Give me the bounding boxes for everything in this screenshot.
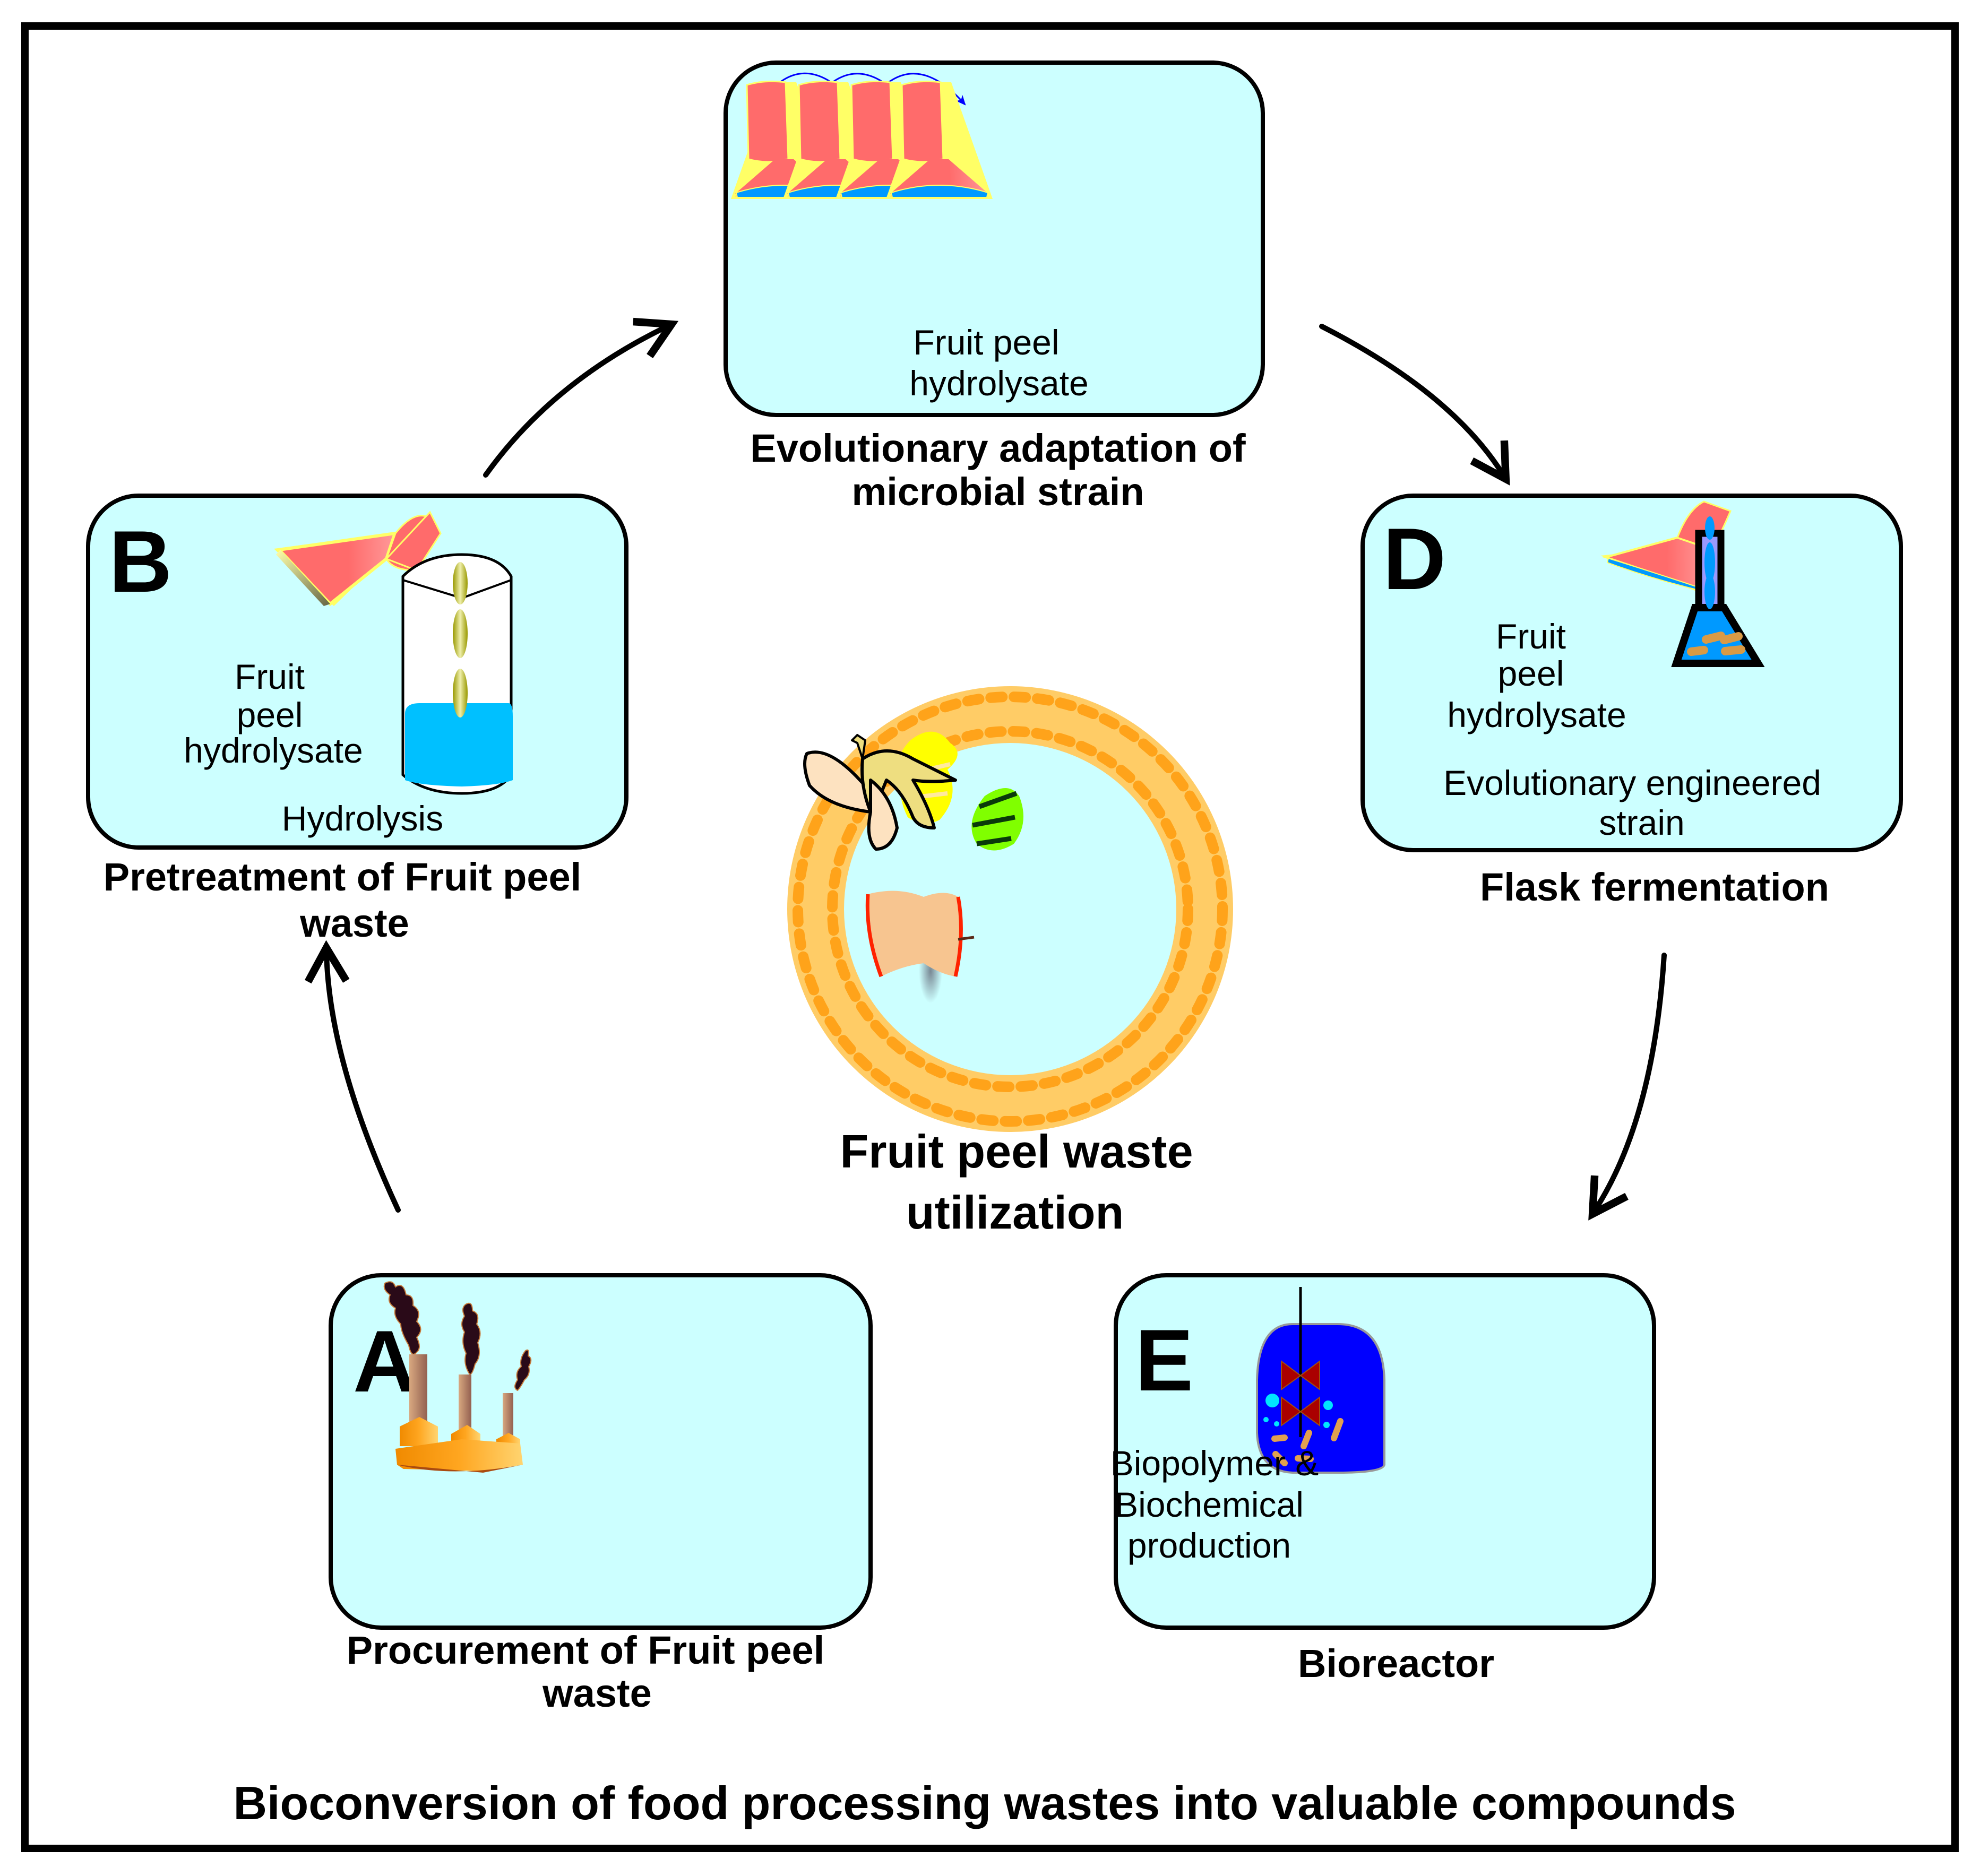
step-c-caption-line1: Evolutionary adaptation of [750, 426, 1246, 470]
step-d-letter: D [1383, 510, 1446, 608]
arrow-c-to-d [1319, 324, 1510, 486]
step-d-box [1360, 494, 1903, 852]
bubble-icon [1263, 1394, 1333, 1428]
step-b-letter: B [109, 513, 172, 610]
center-title-line1: Fruit peel waste [840, 1125, 1193, 1178]
step-e: E Bi [1110, 1273, 1656, 1685]
arrow-b-to-c [483, 317, 679, 478]
impeller-icon [1281, 1360, 1320, 1427]
flow-arrows [305, 317, 1667, 1221]
step-c-inner-line1: Fruit peel [913, 323, 1059, 362]
figure-title: Bioconversion of food processing wastes … [233, 1777, 1736, 1829]
step-b-inner-line3: hydrolysate [184, 731, 363, 770]
step-a: A Procurement of Fruit peel waste [329, 1273, 873, 1715]
step-d-inner-line1: Fruit [1496, 617, 1566, 656]
serial-flasks-icon [731, 72, 994, 200]
bacteria-icon [1271, 1418, 1344, 1466]
step-b: B Fruit peel hydrolysate Hydrolysis Pret… [86, 494, 628, 945]
step-d-inner-bottom1: Evolutionary engineered [1443, 763, 1821, 802]
pouring-flask-icon [274, 511, 513, 795]
step-d-caption-line1: Flask fermentation [1480, 865, 1829, 909]
step-b-caption-line2: waste [299, 901, 409, 945]
step-d-inner-line3: hydrolysate [1447, 695, 1626, 734]
arrow-d-to-e [1588, 953, 1667, 1221]
step-a-caption-line1: Procurement of Fruit peel [347, 1628, 824, 1672]
step-b-inner-line1: Fruit [235, 657, 305, 696]
step-d-inner-line2: peel [1498, 654, 1564, 693]
apple-core-icon [868, 891, 960, 976]
step-d-inner-bottom2: strain [1599, 803, 1684, 842]
step-a-caption-line2: waste [542, 1671, 652, 1715]
step-b-inner-line2: peel [237, 695, 303, 734]
factory-icon [383, 1281, 532, 1473]
banana-peel-icon [803, 734, 957, 851]
fruit-peel-waste-icon [787, 686, 1233, 1132]
step-d: D Fruit peel hydrolysate Evolutionary en [1360, 494, 1903, 909]
center-title-line2: utilization [906, 1186, 1124, 1239]
step-e-letter: E [1135, 1311, 1193, 1409]
step-c-caption-line2: microbial strain [851, 470, 1144, 514]
step-c: C Fruit peel hydrolysate Evolutionary ad… [724, 60, 1265, 514]
step-e-inner-line2: Biochemical [1115, 1485, 1304, 1524]
step-e-inner-line3: production [1127, 1526, 1291, 1565]
arrow-a-to-b [305, 940, 401, 1213]
bioreactor-icon [1256, 1287, 1385, 1474]
smoke-icon [383, 1281, 532, 1391]
step-b-caption-line1: Pretreatment of Fruit peel [104, 855, 582, 899]
step-e-caption-line1: Bioreactor [1298, 1641, 1494, 1685]
bacteria-icon [1687, 632, 1745, 656]
step-c-inner-line2: hydrolysate [909, 364, 1089, 403]
step-b-inner-bottom: Hydrolysis [282, 799, 443, 838]
fermentation-flask-icon [1600, 500, 1765, 667]
step-e-inner-line1: Biopolymer & [1110, 1443, 1319, 1483]
